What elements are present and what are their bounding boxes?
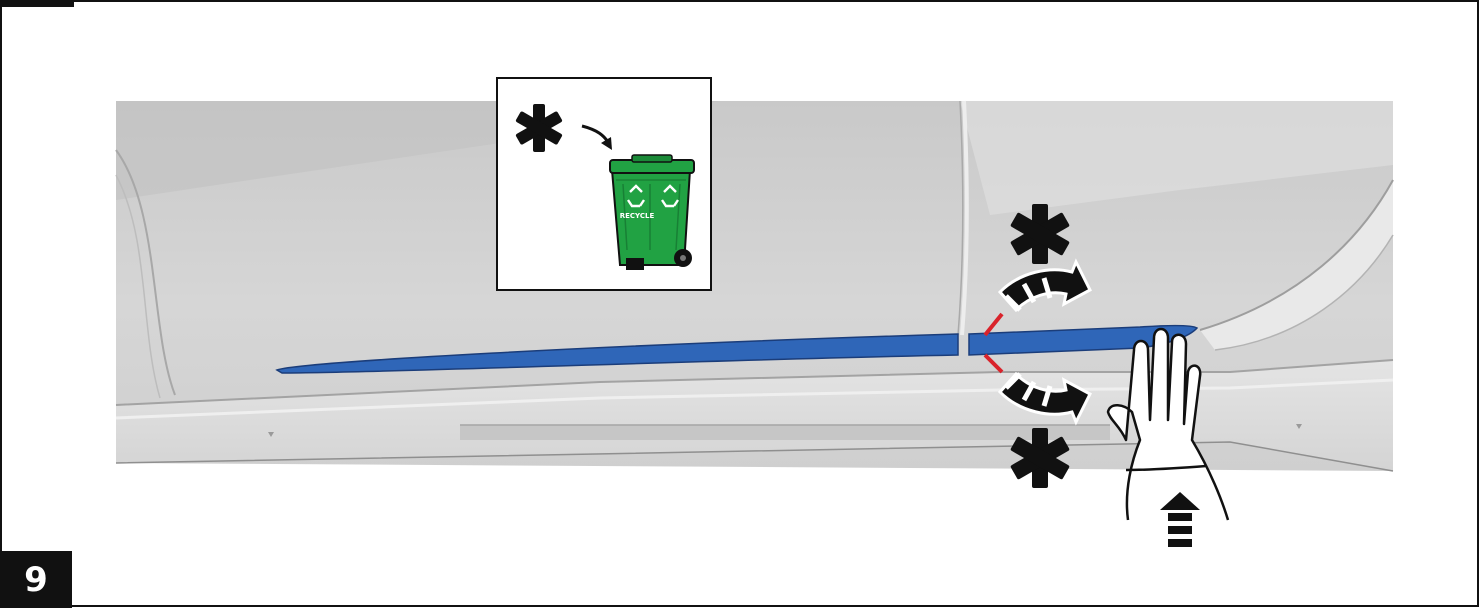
curved-arrow-icon	[997, 371, 1092, 426]
step-number-badge: 9	[0, 551, 72, 608]
recycle-inset: RECYCLE	[496, 77, 712, 291]
corner-tab	[0, 0, 74, 7]
molding-rear-section	[275, 333, 959, 374]
recycle-bin-icon: RECYCLE	[609, 154, 695, 270]
car-side-panel	[115, 100, 1394, 472]
clip-release-marks	[983, 312, 1004, 374]
asterisk-icon	[515, 104, 563, 152]
asterisk-icon	[1010, 428, 1070, 488]
asterisk-icon	[1010, 204, 1070, 264]
up-arrow-icon	[1160, 492, 1200, 547]
hand-icon	[1106, 327, 1230, 521]
curved-arrow-icon	[997, 258, 1092, 313]
bin-label: RECYCLE	[620, 212, 655, 220]
